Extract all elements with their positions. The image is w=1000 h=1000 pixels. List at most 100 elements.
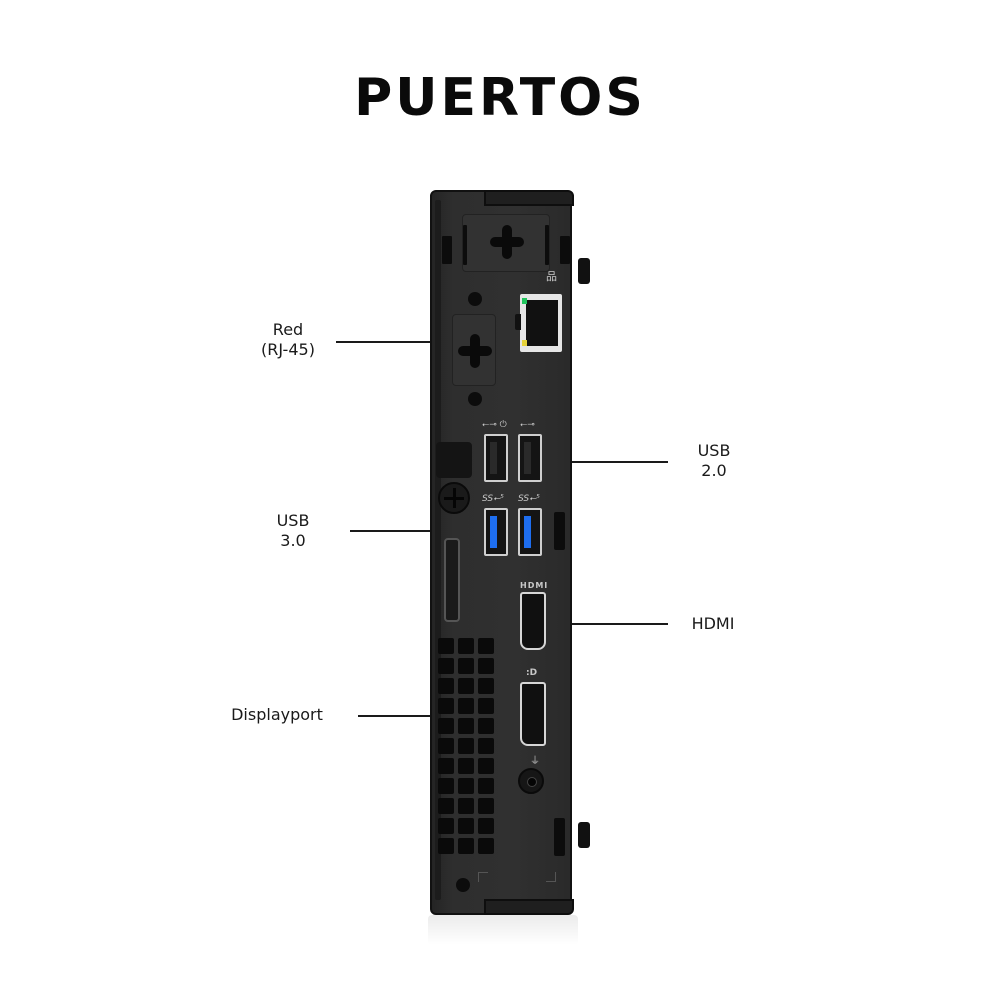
mount-hole xyxy=(468,292,482,306)
vent-hole xyxy=(478,818,494,834)
vent-hole xyxy=(438,678,454,694)
leader-line-usb2 xyxy=(570,461,668,463)
screw-mount-plus-icon xyxy=(490,225,524,259)
chassis-side-lip xyxy=(435,200,441,900)
label-hdmi-line1: HDMI xyxy=(691,614,735,633)
vent-hole xyxy=(438,718,454,734)
usb-tongue xyxy=(490,442,497,474)
usb-2-port-2[interactable] xyxy=(518,434,542,482)
vent-hole xyxy=(478,798,494,814)
usb-tongue-blue xyxy=(490,516,497,548)
usb-power-icon: ⭠⊸ ⏻ xyxy=(482,420,507,430)
mini-pc-rear-panel: 品 ⭠⊸ ⏻ ⭠⊸ SS⭠⁵ SS⭠⁵ HDMI :D ⏚ xyxy=(430,190,590,915)
led-green xyxy=(522,298,527,304)
hdmi-port[interactable] xyxy=(520,592,546,650)
vent-hole xyxy=(458,758,474,774)
vent-hole xyxy=(438,738,454,754)
mount-plate-top xyxy=(462,214,550,272)
vent-hole xyxy=(478,638,494,654)
plate-slot xyxy=(545,225,549,265)
usb-3-port-2[interactable] xyxy=(518,508,542,556)
label-red-line1: Red xyxy=(272,320,304,339)
label-red-rj45: Red (RJ-45) xyxy=(248,320,328,360)
displayport-port[interactable] xyxy=(520,682,546,746)
usb-2-port-1[interactable] xyxy=(484,434,508,482)
vent-hole xyxy=(438,658,454,674)
superspeed-usb-icon: SS⭠⁵ xyxy=(482,494,504,504)
label-hdmi: HDMI xyxy=(678,614,748,634)
chassis-bottom-notch xyxy=(484,899,574,915)
vent-hole xyxy=(458,838,474,854)
vent-hole xyxy=(438,778,454,794)
page-title: PUERTOS xyxy=(354,68,646,128)
vent-hole xyxy=(438,818,454,834)
security-slot xyxy=(554,818,565,856)
label-usb3-line2: 3.0 xyxy=(280,531,306,550)
vent-hole xyxy=(478,718,494,734)
usb-icon: ⭠⊸ xyxy=(520,420,535,430)
chassis-foot xyxy=(578,258,590,284)
vent-hole xyxy=(458,698,474,714)
vent-hole xyxy=(478,838,494,854)
vent-hole xyxy=(478,738,494,754)
vent-hole xyxy=(438,758,454,774)
leader-line-usb3 xyxy=(350,530,446,532)
screw-mount-plus-icon xyxy=(458,334,492,368)
vent-hole xyxy=(458,658,474,674)
vent-slot xyxy=(442,236,452,264)
vent-hole xyxy=(438,838,454,854)
vent-hole xyxy=(438,698,454,714)
device-reflection xyxy=(428,915,578,945)
hdmi-logo: HDMI xyxy=(520,581,549,590)
vent-hole xyxy=(478,678,494,694)
vent-hole xyxy=(458,638,474,654)
vent-hole xyxy=(478,758,494,774)
leader-line-hdmi xyxy=(570,623,668,625)
vent-hole xyxy=(438,798,454,814)
thumbscrew[interactable] xyxy=(438,482,470,514)
mount-hole xyxy=(456,878,470,892)
displayport-logo: :D xyxy=(526,668,538,678)
chassis-top-notch xyxy=(484,190,574,206)
power-jack[interactable] xyxy=(518,768,544,794)
usb-3-port-1[interactable] xyxy=(484,508,508,556)
corner-mark xyxy=(546,872,556,882)
release-handle[interactable] xyxy=(444,538,460,622)
corner-mark xyxy=(478,872,488,882)
leader-line-red xyxy=(336,341,514,343)
vent-hole xyxy=(458,818,474,834)
vent-hole xyxy=(458,678,474,694)
superspeed-usb-icon: SS⭠⁵ xyxy=(518,494,540,504)
vent-hole xyxy=(458,718,474,734)
label-usb-2: USB 2.0 xyxy=(684,441,744,481)
mount-plate-side xyxy=(452,314,496,386)
label-usb-3: USB 3.0 xyxy=(263,511,323,551)
label-displayport: Displayport xyxy=(214,705,340,725)
rj45-latch xyxy=(515,314,521,330)
vent-hole xyxy=(458,798,474,814)
vent-hole xyxy=(458,778,474,794)
label-usb2-line1: USB xyxy=(697,441,731,460)
vent-slot xyxy=(560,236,570,264)
label-displayport-line1: Displayport xyxy=(231,705,323,724)
plate-slot xyxy=(463,225,467,265)
vent-hole xyxy=(458,738,474,754)
usb-tongue-blue xyxy=(524,516,531,548)
label-usb3-line1: USB xyxy=(276,511,310,530)
network-icon: 品 xyxy=(546,270,557,283)
vent-hole xyxy=(478,698,494,714)
security-slot xyxy=(554,512,565,550)
label-red-line2: (RJ-45) xyxy=(261,340,315,359)
cable-latch xyxy=(436,442,472,478)
rj45-socket xyxy=(526,300,558,346)
vent-hole xyxy=(438,638,454,654)
led-yellow xyxy=(522,340,527,346)
vent-hole xyxy=(478,778,494,794)
label-usb2-line2: 2.0 xyxy=(701,461,727,480)
mount-hole xyxy=(468,392,482,406)
vent-hole xyxy=(478,658,494,674)
power-plug-icon: ⏚ xyxy=(530,756,540,767)
vent-grid xyxy=(438,638,494,854)
rj45-network-port[interactable] xyxy=(515,294,562,352)
usb-tongue xyxy=(524,442,531,474)
